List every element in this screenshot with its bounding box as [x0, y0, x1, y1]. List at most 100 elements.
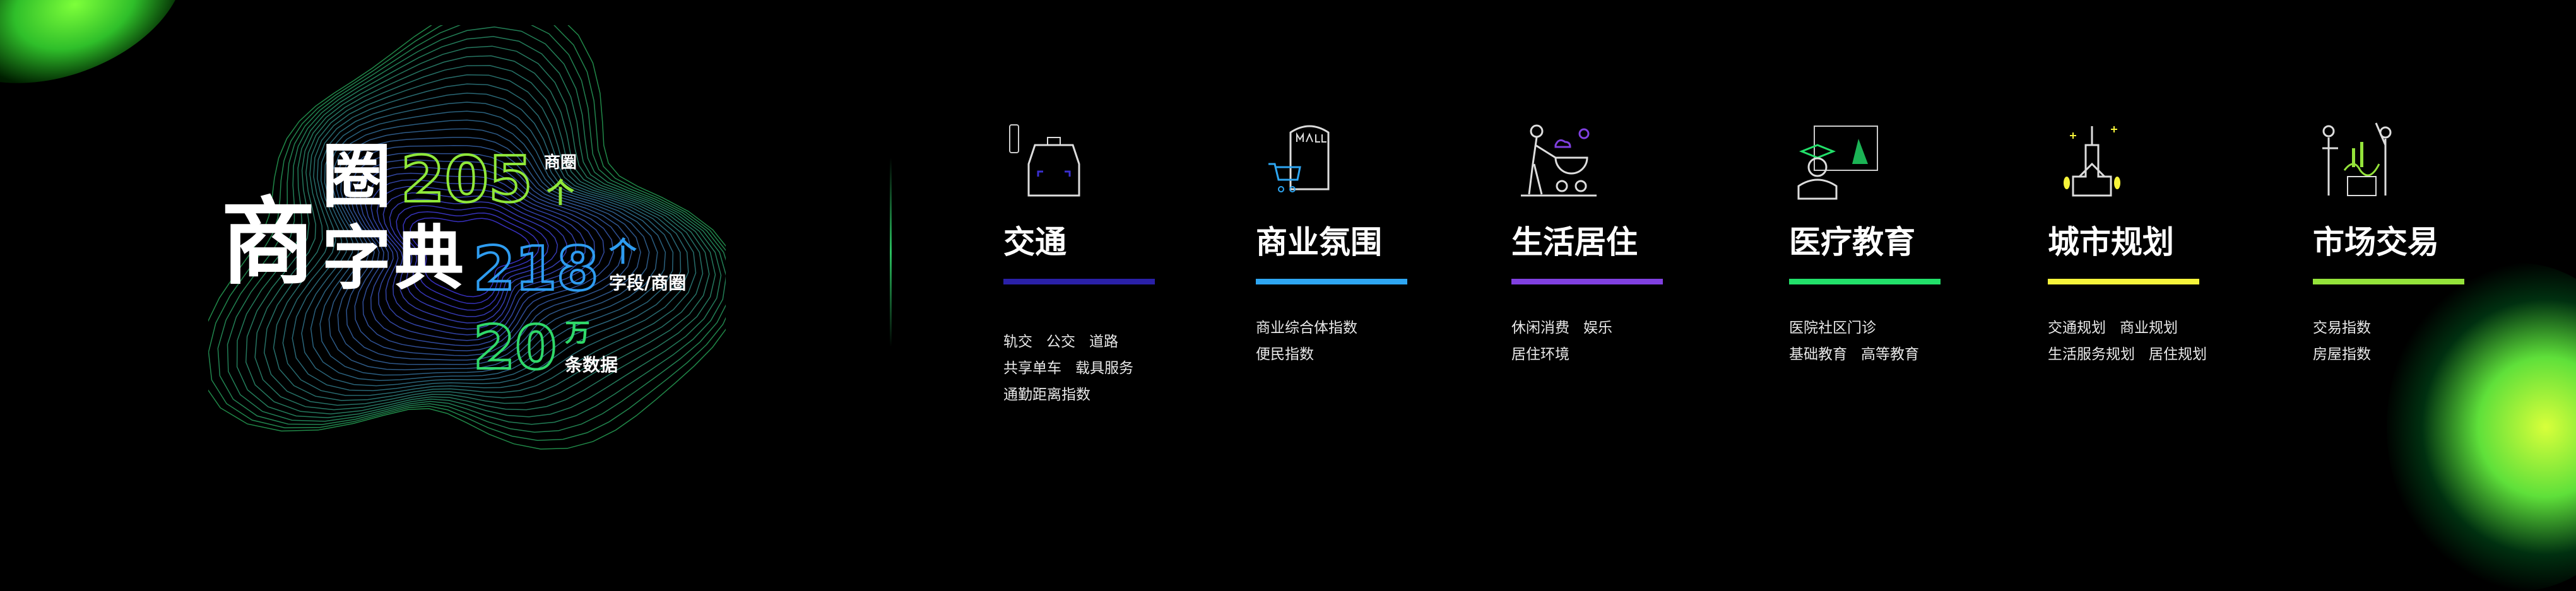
category-accent-bar	[1256, 279, 1407, 284]
divider-line	[890, 158, 892, 347]
logo-char-quan: 圈	[322, 136, 391, 217]
city-icon	[2064, 126, 2120, 197]
category-3: 生活居住 休闲消费娱乐居住环境	[1511, 120, 1701, 368]
category-item: 轨交	[1003, 334, 1032, 350]
category-2: 商业氛围 商业综合体指数便民指数	[1256, 120, 1445, 368]
category-item: 基础教育	[1789, 346, 1847, 363]
wave-line	[227, 26, 726, 425]
stat-business-circles-unit: 个	[547, 177, 574, 209]
item-row: 生活服务规划居住规划	[2048, 341, 2237, 368]
item-row: 商业综合体指数	[1256, 315, 1445, 341]
category-items: 商业综合体指数便民指数	[1256, 315, 1445, 368]
category-item: 载具服务	[1075, 360, 1133, 377]
wave-line	[410, 217, 531, 298]
logo-char-zi: 字	[322, 218, 391, 299]
category-accent-bar	[1003, 279, 1155, 284]
category-title: 生活居住	[1511, 224, 1638, 260]
wave-line	[236, 36, 722, 419]
category-item: 房屋指数	[2313, 346, 2371, 363]
category-4: 医疗教育 医院社区门诊基础教育高等教育	[1789, 120, 1978, 368]
category-5: 城市规划 交通规划商业规划生活服务规划居住规划	[2048, 120, 2237, 368]
item-row: 轨交公交道路	[1003, 329, 1193, 355]
wave-lines-graphic	[208, 25, 726, 450]
category-items: 医院社区门诊基础教育高等教育	[1789, 315, 1978, 368]
mall-icon	[1268, 125, 1330, 192]
category-item: 居住规划	[2149, 346, 2207, 363]
wave-line	[376, 185, 577, 330]
category-accent-bar	[1789, 279, 1941, 284]
category-item: 生活服务规划	[2048, 346, 2135, 363]
market-icon	[2322, 122, 2392, 196]
category-item: 通勤距离指数	[1003, 387, 1090, 403]
item-row: 基础教育高等教育	[1789, 341, 1978, 368]
category-6: 市场交易 交易指数房屋指数	[2313, 120, 2502, 368]
stat-business-circles-value: 205	[399, 143, 534, 216]
item-row: 休闲消费娱乐	[1511, 315, 1701, 341]
wave-line	[354, 159, 614, 351]
item-row: 医院社区门诊	[1789, 315, 1978, 341]
stroller-icon	[1521, 124, 1597, 197]
category-item: 交通规划	[2048, 320, 2106, 336]
item-row: 交通规划商业规划	[2048, 315, 2237, 341]
wave-line	[282, 83, 689, 396]
wave-line	[273, 74, 697, 401]
wave-line	[365, 172, 595, 341]
taxi-icon	[1009, 124, 1080, 197]
category-accent-bar	[2048, 279, 2199, 284]
category-title: 交通	[1003, 224, 1066, 260]
wave-line	[319, 119, 658, 376]
logo-char-dian: 典	[394, 218, 464, 299]
category-item: 交易指数	[2313, 320, 2371, 336]
graduate-icon	[1797, 126, 1878, 200]
wave-line	[403, 211, 540, 305]
category-title: 医疗教育	[1789, 224, 1915, 260]
category-accent-bar	[2313, 279, 2464, 284]
wave-line	[389, 199, 558, 317]
stat-records-label: 条数据	[565, 354, 618, 375]
item-row: 通勤距离指数	[1003, 382, 1193, 408]
wave-line	[396, 205, 549, 311]
category-item: 商业规划	[2120, 320, 2178, 336]
category-items: 轨交公交道路共享单车载具服务通勤距离指数	[1003, 329, 1193, 408]
logo-char-shang: 商	[221, 188, 316, 298]
category-item: 公交	[1046, 334, 1075, 350]
item-row: 交易指数	[2313, 315, 2502, 341]
stat-business-circles-label: 商圈	[544, 153, 577, 172]
wave-line	[345, 145, 632, 361]
item-row: 房屋指数	[2313, 341, 2502, 368]
wave-line	[337, 136, 641, 365]
category-1: 交通 轨交公交道路共享单车载具服务通勤距离指数	[1003, 120, 1193, 408]
stat-fields-unit: 个	[609, 236, 637, 268]
wave-line	[328, 128, 650, 370]
category-item: 道路	[1089, 334, 1118, 350]
category-accent-bar	[1511, 279, 1663, 284]
category-item: 高等教育	[1861, 346, 1919, 363]
category-item: 医院社区门诊	[1789, 320, 1876, 336]
wave-line	[208, 25, 726, 450]
wave-line	[301, 102, 674, 387]
category-title: 市场交易	[2313, 224, 2439, 260]
category-items: 交易指数房屋指数	[2313, 315, 2502, 368]
wave-line	[263, 65, 704, 406]
wave-line	[208, 25, 726, 442]
item-row: 居住环境	[1511, 341, 1701, 368]
wave-line	[349, 152, 623, 356]
category-item: 居住环境	[1511, 346, 1569, 363]
category-item: 娱乐	[1583, 320, 1612, 336]
wave-line	[254, 55, 710, 411]
category-title: 城市规划	[2048, 224, 2174, 260]
stat-records-unit: 万	[565, 319, 590, 348]
category-item: 休闲消费	[1511, 320, 1569, 336]
green-glow-top-left	[0, 0, 210, 116]
category-item: 共享单车	[1003, 360, 1061, 377]
wave-line	[310, 110, 666, 382]
wave-line	[359, 166, 605, 346]
item-row: 共享单车载具服务	[1003, 355, 1193, 382]
stat-fields-label: 字段/商圈	[609, 272, 687, 293]
stat-fields-value: 218	[472, 235, 600, 304]
category-items: 交通规划商业规划生活服务规划居住规划	[2048, 315, 2237, 368]
stat-records-value: 20	[472, 313, 558, 383]
wave-line	[370, 179, 586, 336]
category-item: 商业综合体指数	[1256, 320, 1357, 336]
wave-line	[382, 192, 567, 324]
